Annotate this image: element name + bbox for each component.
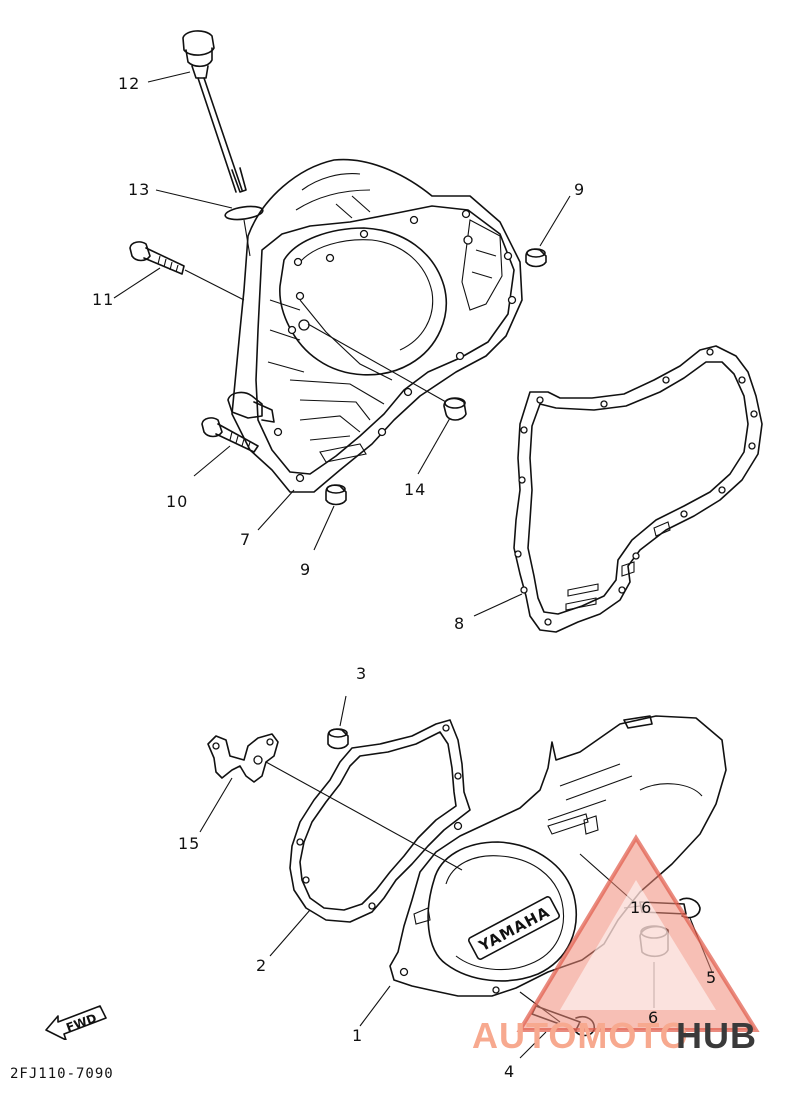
dowel-pin-upper-part bbox=[525, 248, 547, 268]
callout-9-lower: 9 bbox=[300, 560, 312, 579]
callout-2: 2 bbox=[256, 956, 268, 975]
callout-3: 3 bbox=[356, 664, 368, 683]
callout-10: 10 bbox=[166, 492, 189, 511]
crankcase-cover-right-part bbox=[227, 158, 523, 493]
callout-1: 1 bbox=[352, 1026, 364, 1045]
dowel-pin-lower-part bbox=[325, 484, 347, 506]
callout-8: 8 bbox=[454, 614, 466, 633]
callout-16: 16 bbox=[630, 898, 653, 917]
long-bolt-part bbox=[129, 241, 185, 275]
callout-4: 4 bbox=[504, 1062, 516, 1081]
callout-6: 6 bbox=[648, 1008, 660, 1027]
oil-seal-part bbox=[443, 397, 467, 421]
callout-11: 11 bbox=[92, 290, 115, 309]
o-ring-part bbox=[224, 205, 264, 221]
crankcase-gasket-right-part bbox=[513, 345, 763, 633]
crankcase-gasket-left-part bbox=[289, 719, 471, 923]
callout-7: 7 bbox=[240, 530, 252, 549]
watermark-automoto: AUTOMOTO bbox=[472, 1015, 689, 1056]
callout-15: 15 bbox=[178, 834, 201, 853]
watermark-triangle bbox=[516, 834, 760, 1032]
fwd-arrow-icon: FWD bbox=[45, 1005, 107, 1040]
bracket-part bbox=[207, 733, 279, 783]
diagram-part-code: 2FJ110-7090 bbox=[10, 1066, 114, 1082]
callout-9-upper: 9 bbox=[574, 180, 586, 199]
short-bolt-part bbox=[201, 417, 259, 453]
fwd-label: FWD bbox=[64, 1011, 98, 1035]
dipstick-part bbox=[182, 30, 247, 193]
callout-14: 14 bbox=[404, 480, 427, 499]
callout-5: 5 bbox=[706, 968, 718, 987]
callout-13: 13 bbox=[128, 180, 151, 199]
callout-12: 12 bbox=[118, 74, 141, 93]
dowel-pin-3-part bbox=[327, 728, 349, 750]
watermark-hub: HUB bbox=[676, 1015, 757, 1056]
